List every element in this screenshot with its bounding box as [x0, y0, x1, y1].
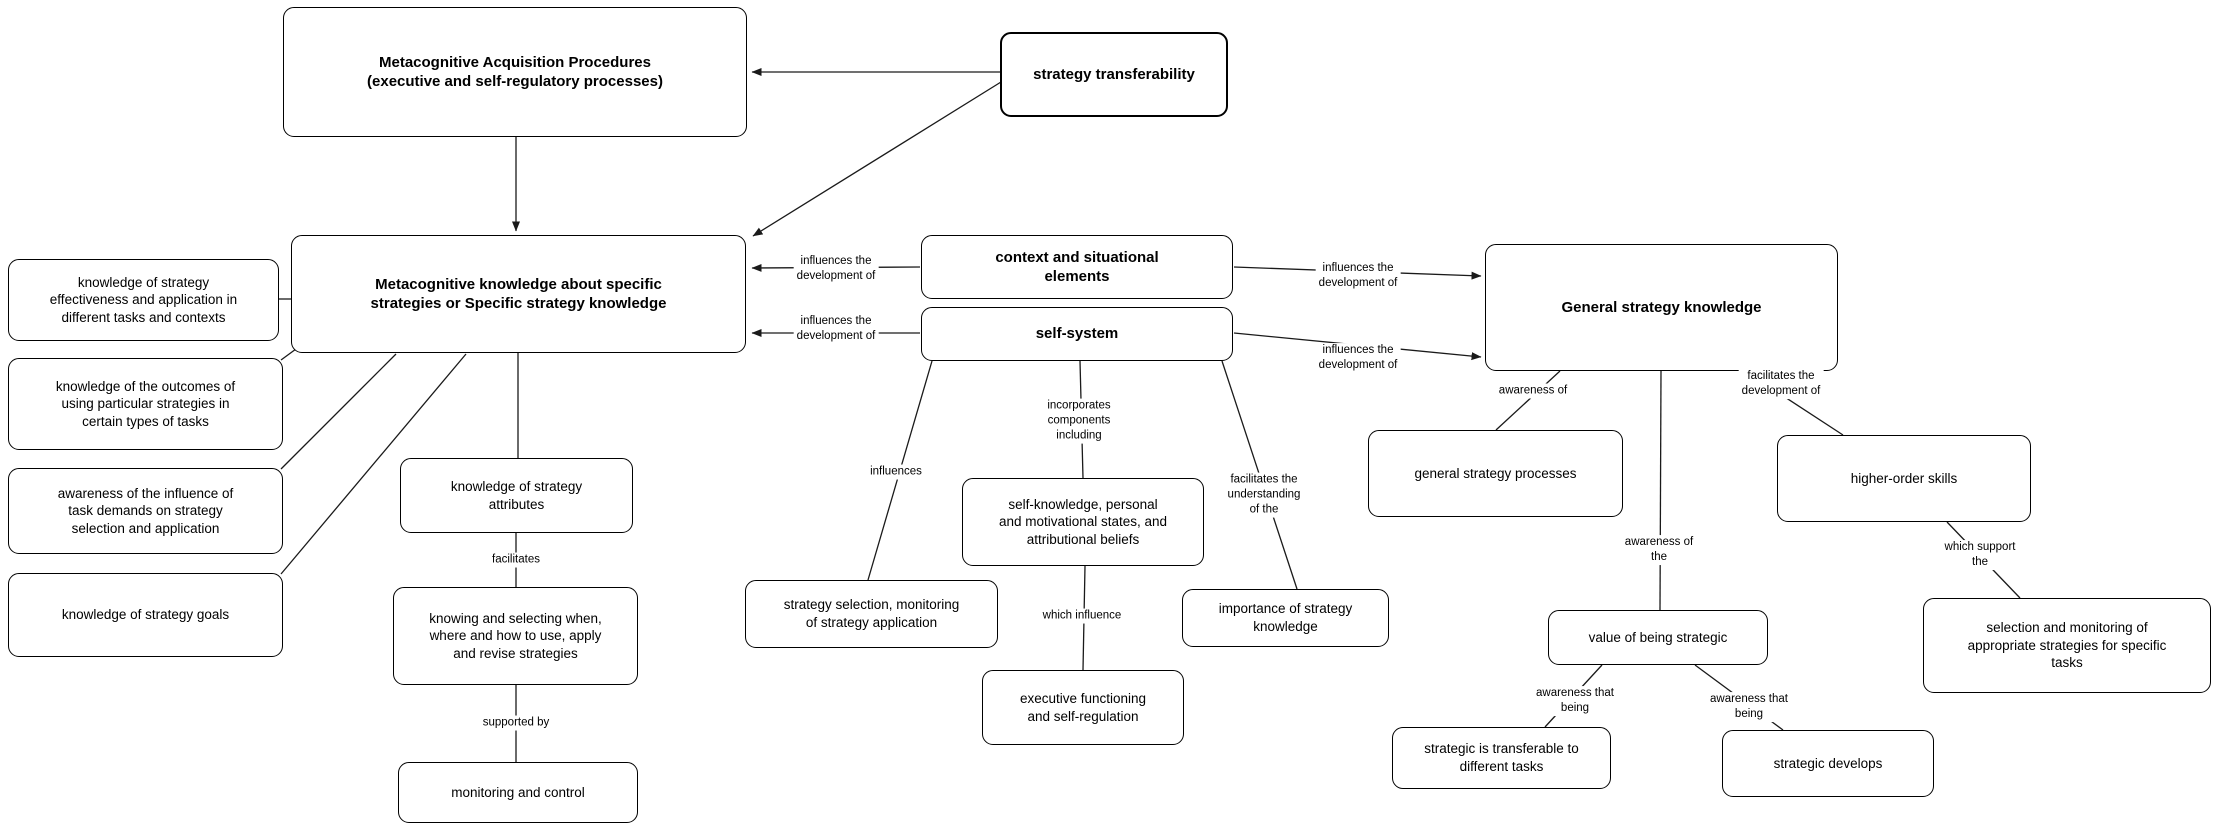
edge-label-facilitates: facilitates: [489, 552, 543, 568]
edge-outcomes-link: [280, 348, 297, 361]
node-value-of-being-strategic: value of being strategic: [1548, 610, 1768, 665]
node-general-strategy-processes: general strategy processes: [1368, 430, 1623, 517]
edge-label-influences-development-3: influences the development of: [1315, 261, 1401, 291]
node-metacognitive-acquisition-procedures: Metacognitive Acquisition Procedures (ex…: [283, 7, 747, 137]
edge-label-influences-development-4: influences the development of: [1315, 343, 1401, 373]
node-importance-strategy-knowledge: importance of strategy knowledge: [1182, 589, 1389, 647]
edge-taskdemands-link: [280, 353, 397, 470]
node-selection-monitoring-appropriate: selection and monitoring of appropriate …: [1923, 598, 2211, 693]
edge-label-facilitates-development: facilitates the development of: [1738, 369, 1824, 399]
node-knowledge-strategy-effectiveness: knowledge of strategy effectiveness and …: [8, 259, 279, 341]
edge-label-awareness-that-being-2: awareness that being: [1707, 692, 1791, 722]
node-monitoring-and-control: monitoring and control: [398, 762, 638, 823]
node-strategy-selection-monitoring: strategy selection, monitoring of strate…: [745, 580, 998, 648]
node-strategic-develops: strategic develops: [1722, 730, 1934, 797]
node-self-system: self-system: [921, 307, 1233, 361]
node-metacognitive-knowledge-specific: Metacognitive knowledge about specific s…: [291, 235, 746, 353]
edge-label-influences: influences: [867, 464, 925, 480]
node-self-knowledge-states: self-knowledge, personal and motivationa…: [962, 478, 1204, 566]
edge-general-to-processes: [1495, 370, 1561, 431]
edge-label-supported-by: supported by: [479, 715, 553, 731]
node-general-strategy-knowledge: General strategy knowledge: [1485, 244, 1838, 371]
edge-goals-link: [280, 353, 467, 575]
edge-label-awareness-of: awareness of: [1495, 383, 1571, 399]
node-knowledge-strategy-goals: knowledge of strategy goals: [8, 573, 283, 657]
node-knowledge-strategy-attributes: knowledge of strategy attributes: [400, 458, 633, 533]
edge-label-which-support-the: which support the: [1941, 540, 2019, 570]
edge-label-incorporates-components: incorporates components including: [1044, 398, 1114, 444]
edge-label-influences-development-1: influences the development of: [793, 254, 879, 284]
node-strategic-transferable: strategic is transferable to different t…: [1392, 727, 1611, 789]
edge-label-which-influence: which influence: [1039, 608, 1125, 624]
node-higher-order-skills: higher-order skills: [1777, 435, 2031, 522]
edge-general-to-value: [1659, 370, 1662, 611]
node-awareness-task-demands: awareness of the influence of task deman…: [8, 468, 283, 554]
edge-transferability-to-specific: [752, 81, 1002, 237]
edge-label-awareness-that-being-1: awareness that being: [1533, 686, 1617, 716]
edge-label-awareness-of-the: awareness of the: [1621, 535, 1697, 565]
node-context-situational-elements: context and situational elements: [921, 235, 1233, 299]
node-strategy-transferability: strategy transferability: [1000, 32, 1228, 117]
node-knowledge-outcomes: knowledge of the outcomes of using parti…: [8, 358, 283, 450]
node-knowing-selecting: knowing and selecting when, where and ho…: [393, 587, 638, 685]
edge-label-influences-development-2: influences the development of: [793, 314, 879, 344]
node-executive-functioning: executive functioning and self-regulatio…: [982, 670, 1184, 745]
edge-label-facilitates-understanding: facilitates the understanding of the: [1224, 472, 1304, 518]
